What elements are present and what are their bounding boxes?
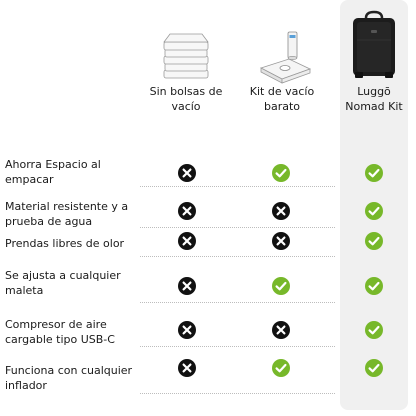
- product-label-no-vacuum-bags: Sin bolsas de vacío: [149, 85, 223, 113]
- cross-icon: [178, 359, 196, 377]
- row-divider: [140, 393, 335, 394]
- check-icon: [365, 321, 383, 339]
- product-label-luggo-nomad-kit: Luggō Nomad Kit: [345, 85, 403, 113]
- row-label-any-inflator: Funciona con cualquier inflador: [5, 364, 133, 392]
- cross-icon: [272, 202, 290, 220]
- check-icon: [365, 277, 383, 295]
- vacuum-bag-kit-icon: [259, 31, 312, 84]
- cross-icon: [178, 232, 196, 250]
- row-label-waterproof: Material resistente y a prueba de agua: [5, 200, 129, 228]
- cross-icon: [178, 164, 196, 182]
- product-label-cheap-vacuum-kit: Kit de vacío barato: [249, 85, 315, 113]
- cross-icon: [178, 277, 196, 295]
- cross-icon: [178, 321, 196, 339]
- cross-icon: [178, 202, 196, 220]
- check-icon: [365, 164, 383, 182]
- cross-icon: [272, 232, 290, 250]
- row-label-odor-free: Prendas libres de olor: [5, 237, 125, 250]
- check-icon: [272, 164, 290, 182]
- row-divider: [140, 186, 335, 187]
- duffel-bag-icon: [353, 10, 395, 78]
- row-divider: [140, 302, 335, 303]
- row-label-usb-c-compressor: Compresor de aire cargable tipo USB-C: [5, 318, 115, 346]
- folded-clothes-icon: [163, 33, 209, 79]
- check-icon: [365, 359, 383, 377]
- check-icon: [365, 202, 383, 220]
- row-divider: [140, 256, 335, 257]
- check-icon: [272, 359, 290, 377]
- row-label-saves-space: Ahorra Espacio al empacar: [5, 158, 101, 186]
- check-icon: [272, 277, 290, 295]
- row-label-fits-any-suitcase: Se ajusta a cualquier maleta: [5, 269, 121, 297]
- row-divider: [140, 227, 335, 228]
- check-icon: [365, 232, 383, 250]
- row-divider: [140, 346, 335, 347]
- cross-icon: [272, 321, 290, 339]
